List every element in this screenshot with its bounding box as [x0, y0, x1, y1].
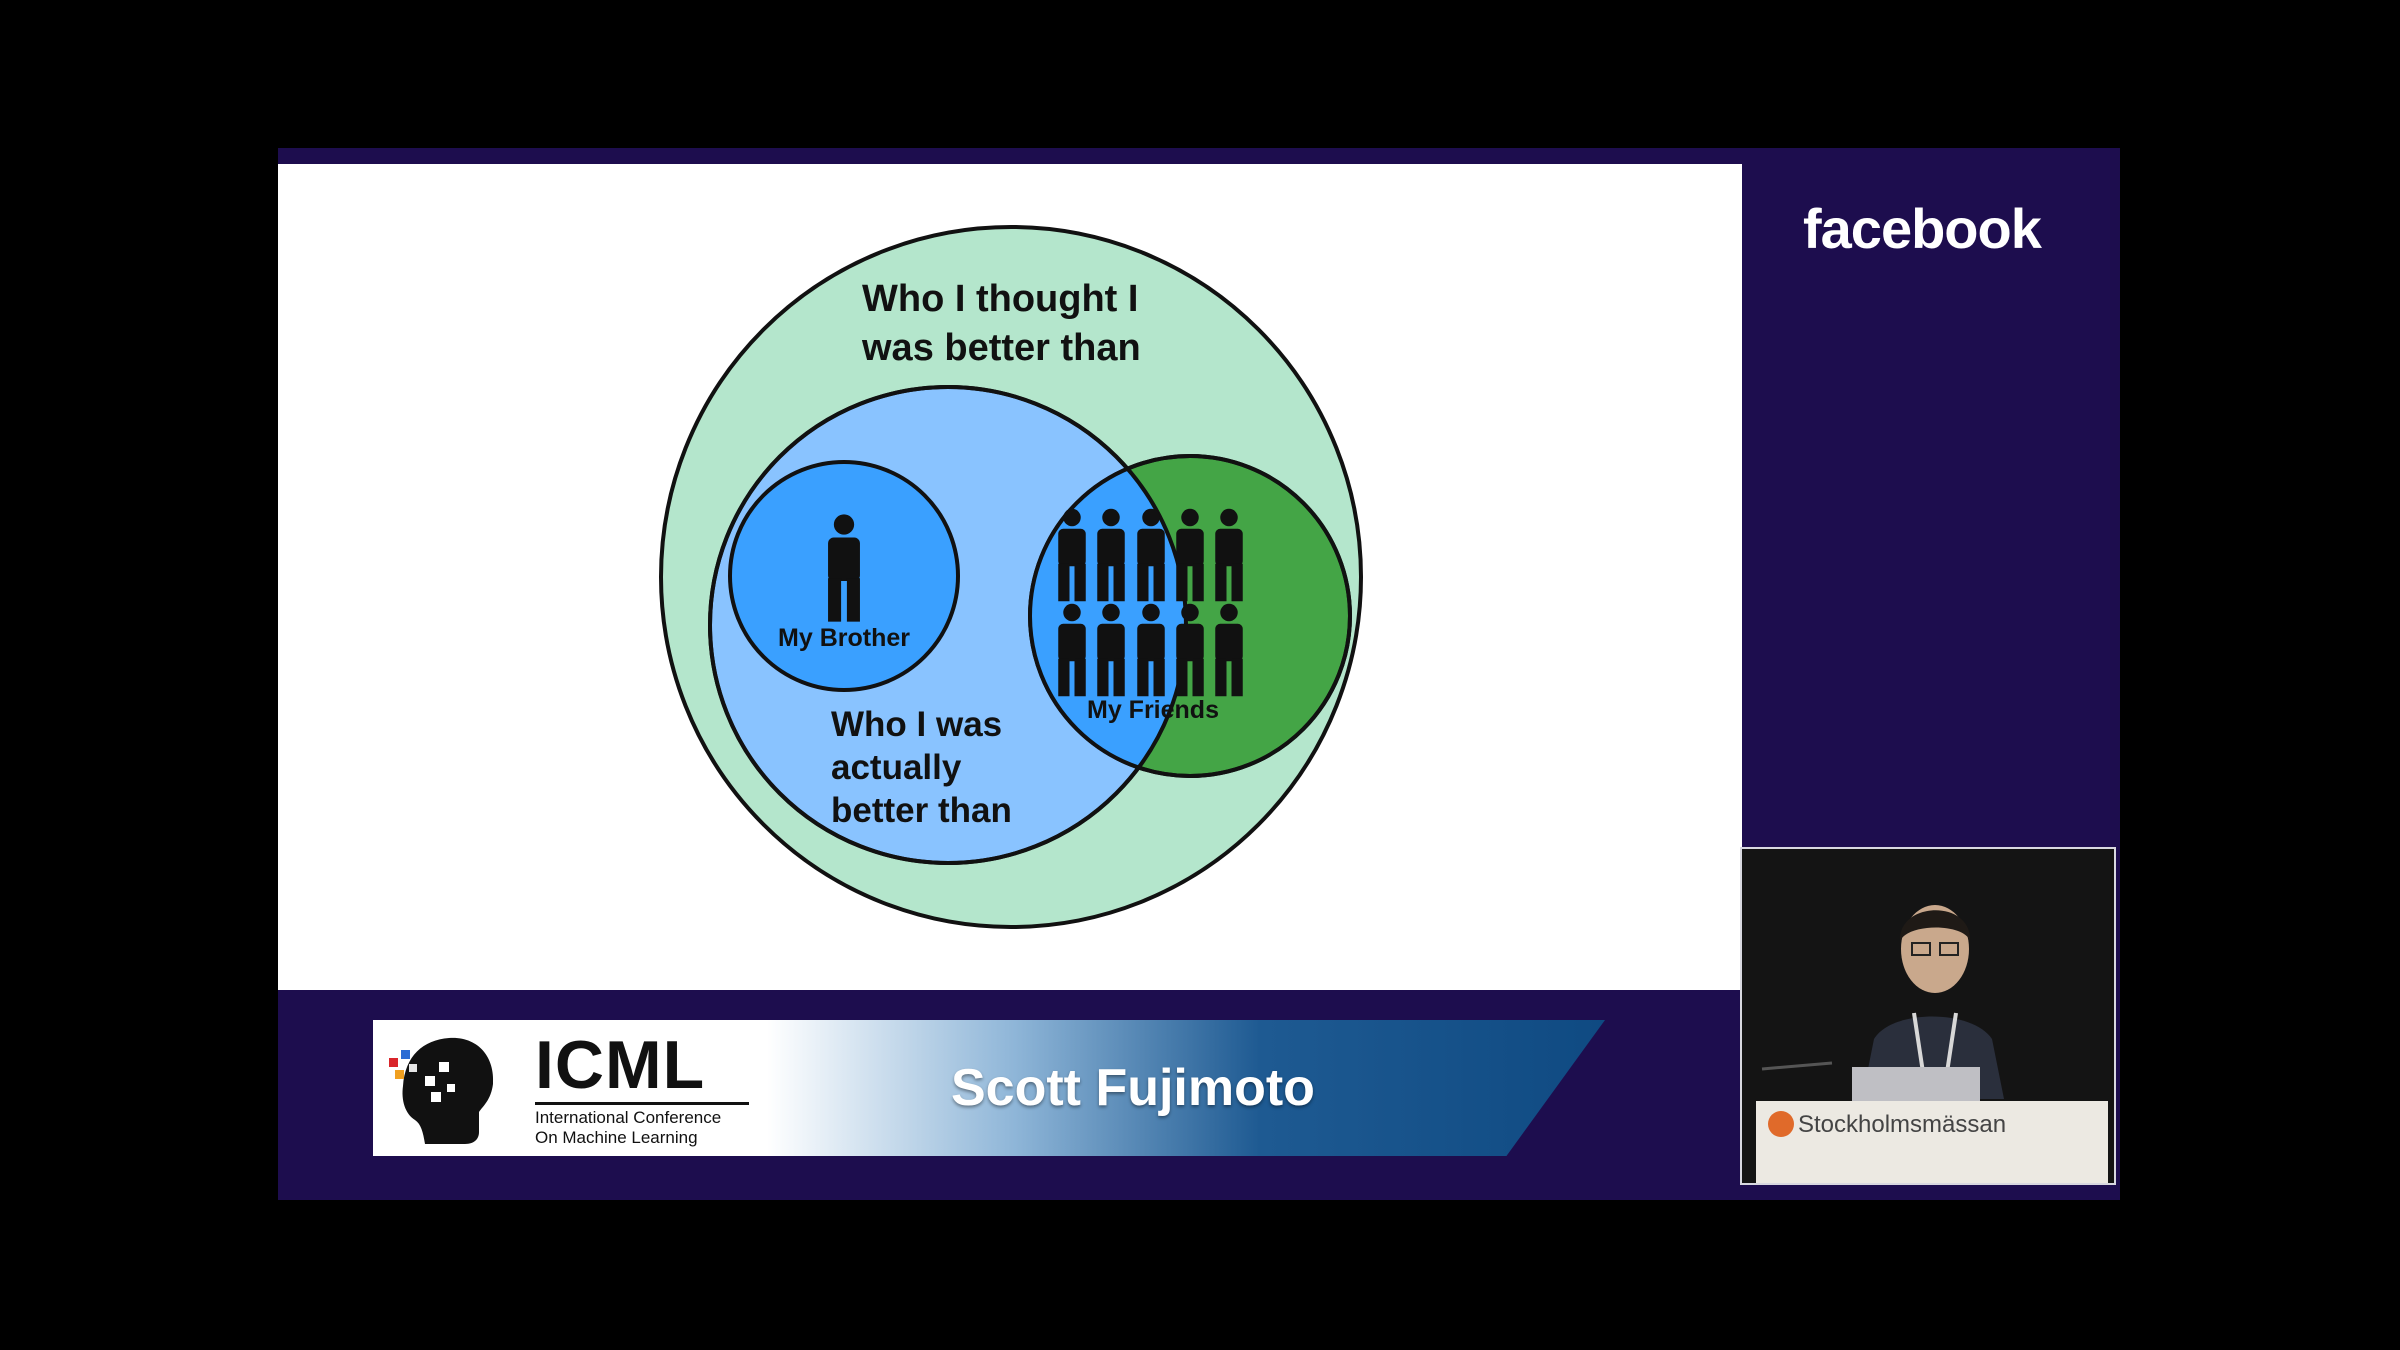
title-underline [535, 1102, 749, 1105]
outer-label-line2: was better than [861, 327, 1141, 369]
icml-logo-icon [389, 1037, 494, 1144]
outer-label-line1: Who I thought I [862, 278, 1138, 320]
middle-label-line3: better than [831, 791, 1012, 830]
venn-diagram: Who I thought I was better than Who I wa… [659, 225, 1363, 929]
conference-subtitle-line1: International Conference [535, 1108, 722, 1127]
conference-title: ICML [535, 1027, 706, 1103]
brother-label: My Brother [778, 624, 910, 652]
podium-label: Stockholmsmässan [1798, 1111, 2007, 1138]
banner-background [373, 1020, 1605, 1156]
facebook-logo: facebook [1803, 197, 2042, 260]
conference-subtitle-line2: On Machine Learning [535, 1128, 698, 1147]
venue-logo-icon [1768, 1111, 1794, 1137]
podium: Stockholmsmässan [1756, 1101, 2108, 1183]
slide: Who I thought I was better than Who I wa… [278, 164, 1742, 990]
friends-label: My Friends [1087, 696, 1219, 724]
middle-label-line2: actually [831, 748, 962, 787]
speaker-name: Scott Fujimoto [951, 1059, 1315, 1117]
speaker-banner: ICML International Conference On Machine… [373, 1020, 1605, 1156]
middle-label-line1: Who I was [831, 705, 1002, 744]
speaker-camera-view: Stockholmsmässan [1740, 847, 2116, 1185]
